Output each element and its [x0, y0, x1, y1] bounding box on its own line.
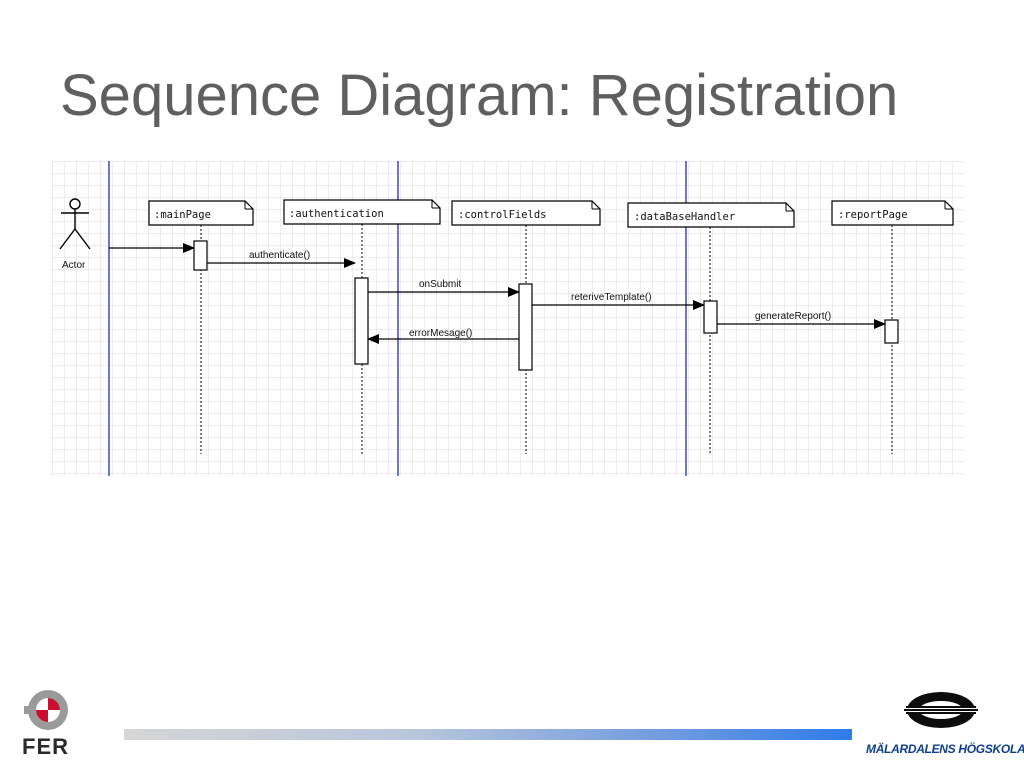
message-label: errorMesage() [409, 328, 472, 339]
activation-box [518, 283, 533, 371]
message-label: authenticate() [249, 250, 310, 261]
lifeline-label: :mainPage [154, 209, 211, 221]
lifeline-authentication: :authentication [283, 199, 441, 454]
actor-label: Actor [62, 260, 86, 271]
activation-box [193, 240, 208, 271]
lifeline-label: :controlFields [458, 209, 547, 221]
fer-logo-icon [24, 690, 68, 730]
lifeline-reportPage: :reportPage [831, 200, 954, 454]
lifeline-label: :dataBaseHandler [634, 211, 735, 223]
activation-box [884, 319, 899, 344]
lifeline-mainPage: :mainPage [148, 200, 254, 454]
message-label: reteriveTemplate() [571, 292, 652, 303]
mdh-logo-icon [904, 692, 978, 728]
message-label: generateReport() [755, 311, 831, 322]
mdh-logo-text: MÄLARDALENS HÖGSKOLA [866, 742, 1024, 756]
activation-box [703, 300, 718, 334]
message-label: onSubmit [419, 279, 461, 290]
slide-title: Sequence Diagram: Registration [60, 63, 899, 128]
fer-logo-text: FER [22, 734, 69, 759]
activation-box [354, 277, 369, 365]
lifeline-label: :authentication [289, 208, 384, 220]
lifeline-controlFields: :controlFields [451, 200, 601, 454]
lifeline-label: :reportPage [838, 209, 908, 221]
sequence-diagram: Actor :mainPage :authentication :control… [52, 161, 964, 476]
footer-gradient-bar [124, 729, 852, 740]
lifeline-dataBaseHandler: :dataBaseHandler [627, 202, 795, 454]
actor-figure [59, 198, 91, 250]
